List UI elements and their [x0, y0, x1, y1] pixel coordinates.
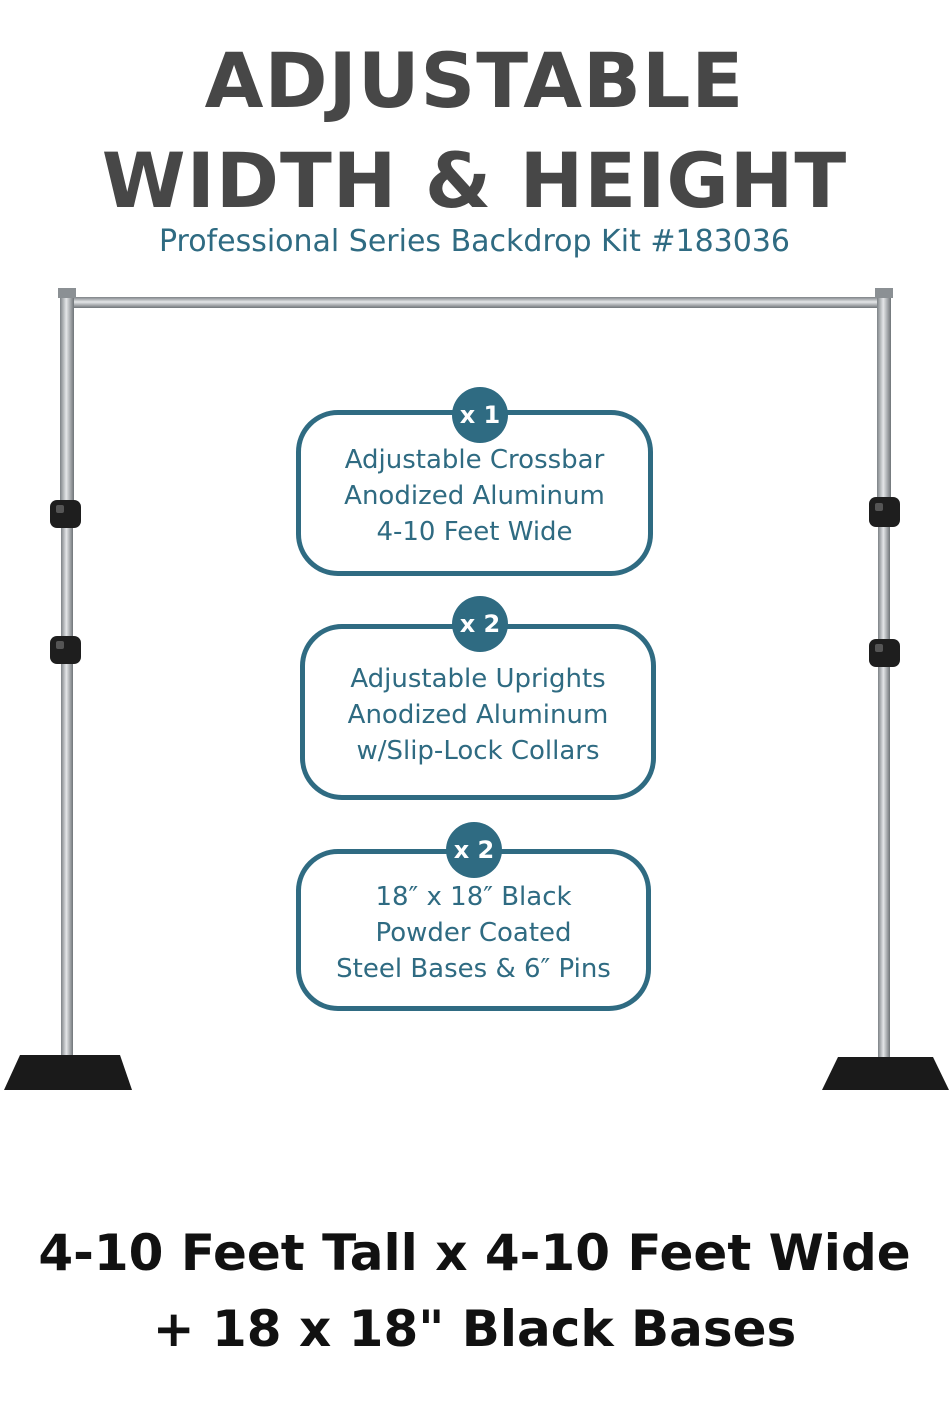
- headline-line-1: ADJUSTABLE: [204, 36, 745, 125]
- dimensions-line-2: + 18 x 18" Black Bases: [152, 1300, 797, 1358]
- quantity-badge: x 2: [446, 822, 502, 878]
- card-line: Adjustable Uprights: [350, 664, 606, 694]
- backdrop-stand-illustration: [4, 288, 949, 1090]
- card-line: Powder Coated: [375, 918, 572, 948]
- right-base: [822, 1057, 949, 1090]
- right-collar-upper: [869, 497, 900, 527]
- card-line: Adjustable Crossbar: [344, 445, 605, 475]
- left-collar-upper: [50, 500, 81, 528]
- card-line: Anodized Aluminum: [344, 481, 605, 511]
- card-line: 18″ x 18″ Black: [375, 882, 572, 912]
- quantity-badge: x 1: [452, 387, 508, 443]
- headline-line-2: WIDTH & HEIGHT: [101, 136, 848, 225]
- right-collar-lower: [869, 639, 900, 667]
- left-collar-lower: [50, 636, 81, 664]
- right-upright: [875, 288, 893, 1070]
- card-line: w/Slip-Lock Collars: [356, 736, 600, 766]
- crossbar: [64, 297, 890, 308]
- dimensions-line-1: 4-10 Feet Tall x 4-10 Feet Wide: [38, 1224, 911, 1282]
- card-line: 4-10 Feet Wide: [376, 517, 573, 547]
- quantity-badge: x 2: [452, 596, 508, 652]
- product-subtitle: Professional Series Backdrop Kit #183036: [158, 224, 791, 259]
- card-line: Steel Bases & 6″ Pins: [336, 954, 611, 984]
- left-upright: [58, 288, 76, 1070]
- card-line: Anodized Aluminum: [347, 700, 609, 730]
- left-base: [4, 1055, 132, 1090]
- crossbar-card: Adjustable Crossbar Anodized Aluminum 4-…: [296, 410, 653, 576]
